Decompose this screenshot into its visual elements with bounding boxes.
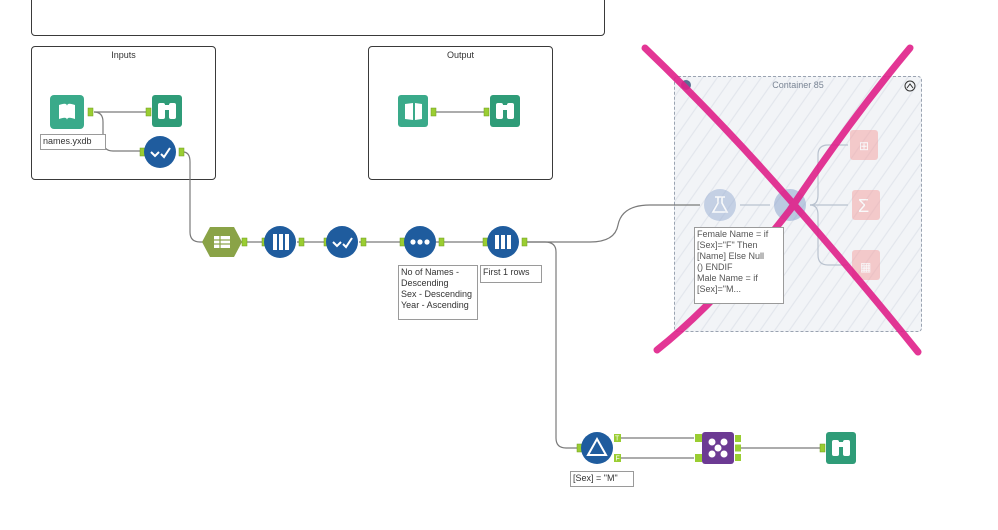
sigma-icon: Σ	[858, 196, 869, 216]
input-file-annotation: names.yxdb	[40, 134, 106, 150]
formula-tool	[704, 189, 736, 221]
filter-annotation: [Sex] = "M"	[570, 471, 634, 487]
connections	[93, 111, 848, 459]
sample-icon	[495, 235, 511, 249]
summarize-tool: Σ	[852, 190, 880, 220]
checkmark-icon	[150, 147, 171, 159]
collapse-icon[interactable]	[904, 80, 916, 92]
browse-tool-inputs[interactable]	[145, 95, 182, 127]
disabled-container-title: Container 85	[772, 80, 824, 90]
crosstab-icon: ⊞	[859, 139, 869, 153]
filter-false-anchor: F	[616, 456, 620, 463]
sample-annotation: First 1 rows	[480, 265, 542, 283]
top-container-partial[interactable]	[31, 0, 605, 36]
sample-tool[interactable]	[482, 226, 528, 258]
sort-tool[interactable]	[399, 226, 445, 258]
autofield-tool[interactable]	[202, 227, 248, 257]
checkmark-icon	[332, 237, 353, 249]
inputs-container-title: Inputs	[111, 50, 136, 60]
grid-icon: ▦	[860, 260, 871, 274]
flask-icon	[711, 196, 729, 213]
dots-icon	[410, 239, 430, 245]
select-tool-inputs[interactable]	[139, 136, 185, 168]
binoculars-icon	[832, 440, 850, 456]
binoculars-icon	[496, 103, 514, 119]
triangle-icon	[586, 436, 608, 456]
filter-true-anchor: T	[615, 436, 620, 443]
connection-sample-formula	[523, 204, 700, 243]
browse-tool-join[interactable]	[819, 432, 856, 464]
connection-sample-filter	[524, 241, 578, 449]
output-data-tool[interactable]	[398, 95, 437, 127]
connection-select-autofield	[182, 151, 208, 243]
data-cleanse-tool[interactable]	[261, 226, 305, 258]
select-tool-main[interactable]	[323, 226, 367, 258]
table-icon	[214, 236, 230, 248]
cross-out-x	[641, 44, 922, 356]
book-icon	[405, 103, 422, 120]
filter-tool[interactable]: T F	[576, 432, 621, 464]
crosstab-tool: ⊞	[850, 130, 878, 160]
join-tool[interactable]	[695, 432, 741, 464]
cross-tab-tool: ▦	[852, 250, 880, 280]
sort-annotation: No of Names - Descending Sex - Descendin…	[398, 265, 478, 320]
output-container-title: Output	[446, 50, 475, 60]
columns-icon	[273, 234, 289, 250]
input-data-tool[interactable]	[50, 95, 94, 129]
book-icon	[59, 103, 75, 120]
join-icon	[708, 438, 728, 458]
binoculars-icon	[158, 103, 176, 119]
browse-tool-output[interactable]	[483, 95, 520, 127]
formula-annotation: Female Name = if [Sex]="F" Then [Name] E…	[694, 227, 784, 304]
